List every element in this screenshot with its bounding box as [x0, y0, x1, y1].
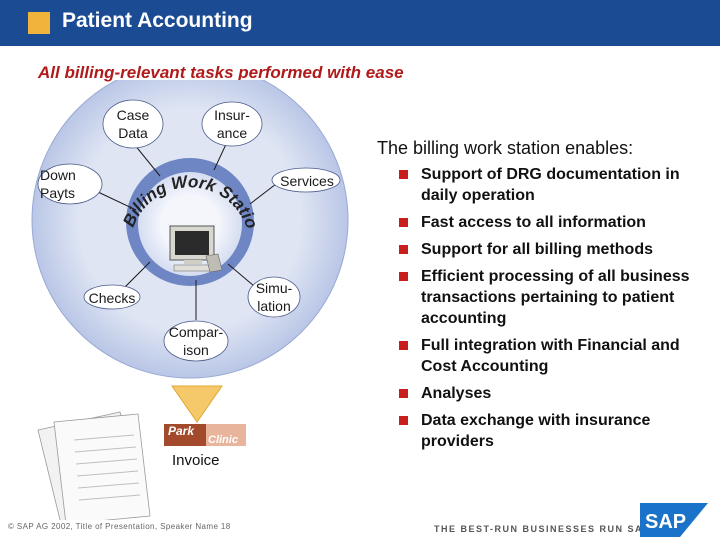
bullet-square-icon — [399, 245, 408, 254]
comparison-line1: Compar- — [168, 324, 224, 340]
insurance-line2: ance — [216, 125, 248, 141]
bullet-square-icon — [399, 416, 408, 425]
bullet-text: Support of DRG documentation in daily op… — [421, 166, 680, 204]
bullet-text: Data exchange with insurance providers — [421, 412, 651, 450]
simulation-label: Simu- lation — [246, 279, 302, 315]
right-panel-heading: The billing work station enables: — [377, 138, 634, 158]
services-label: Services — [280, 173, 334, 189]
down-payts-line2: Payts — [40, 185, 76, 201]
bullet-text: Fast access to all information — [421, 214, 646, 231]
page-title: Patient Accounting — [62, 9, 253, 32]
arrow-down-icon — [171, 385, 223, 423]
bullet-square-icon — [399, 218, 408, 227]
bullet-text: Full integration with Financial and Cost… — [421, 337, 680, 375]
list-item: Analyses — [395, 383, 715, 404]
footer-tagline: THE BEST-RUN BUSINESSES RUN SAP — [434, 524, 651, 534]
bullet-square-icon — [399, 341, 408, 350]
header-accent-square — [28, 12, 50, 34]
list-item: Data exchange with insurance providers — [395, 410, 715, 452]
insurance-label: Insur- ance — [202, 106, 262, 142]
list-item: Efficient processing of all business tra… — [395, 266, 715, 329]
invoice-documents-icon — [37, 411, 151, 529]
feature-bullet-list: Support of DRG documentation in daily op… — [395, 164, 715, 458]
simulation-line1: Simu- — [255, 280, 293, 296]
checks-label: Checks — [88, 290, 136, 306]
sap-logo: SAP — [640, 503, 708, 537]
sap-logo-graphic: SAP — [640, 503, 708, 537]
comparison-label: Compar- ison — [162, 323, 230, 359]
list-item: Support of DRG documentation in daily op… — [395, 164, 715, 206]
list-item: Support for all billing methods — [395, 239, 715, 260]
footer-copyright: © SAP AG 2002, Title of Presentation, Sp… — [8, 522, 231, 531]
park-clinic-logo — [164, 424, 246, 446]
invoice-label: Invoice — [172, 452, 220, 469]
case-data-line1: Case — [116, 107, 150, 123]
diagram-graphic — [31, 61, 349, 529]
list-item: Fast access to all information — [395, 212, 715, 233]
inner-disc — [138, 172, 242, 276]
list-item: Full integration with Financial and Cost… — [395, 335, 715, 377]
workstation-arc-label: Billing Work Station — [0, 80, 262, 231]
bullet-square-icon — [399, 389, 408, 398]
bullet-text: Efficient processing of all business tra… — [421, 268, 690, 327]
park-clinic-word2: Clinic — [208, 434, 238, 446]
park-clinic-word1: Park — [168, 424, 195, 438]
workstation-label: Billing Work Station — [0, 80, 262, 231]
bullet-text: Support for all billing methods — [421, 241, 653, 258]
ring-label-boxes — [37, 99, 341, 362]
connector-lines — [97, 139, 277, 320]
insurance-line1: Insur- — [214, 107, 250, 123]
billing-diagram: Billing Work Station Case Data Insur- an… — [0, 61, 400, 529]
header-bar — [0, 0, 720, 46]
monitor-icon — [169, 225, 223, 273]
svg-text:SAP: SAP — [645, 511, 686, 533]
comparison-line2: ison — [183, 342, 209, 358]
down-payts-label: Down Payts — [40, 166, 100, 202]
case-data-label: Case Data — [103, 106, 163, 142]
bullet-square-icon — [399, 272, 408, 281]
case-data-line2: Data — [118, 125, 148, 141]
bullet-text: Analyses — [421, 385, 492, 402]
bullet-square-icon — [399, 170, 408, 179]
down-payts-line1: Down — [40, 167, 76, 183]
page-subtitle: All billing-relevant tasks performed wit… — [38, 63, 404, 82]
simulation-line2: lation — [257, 298, 291, 314]
